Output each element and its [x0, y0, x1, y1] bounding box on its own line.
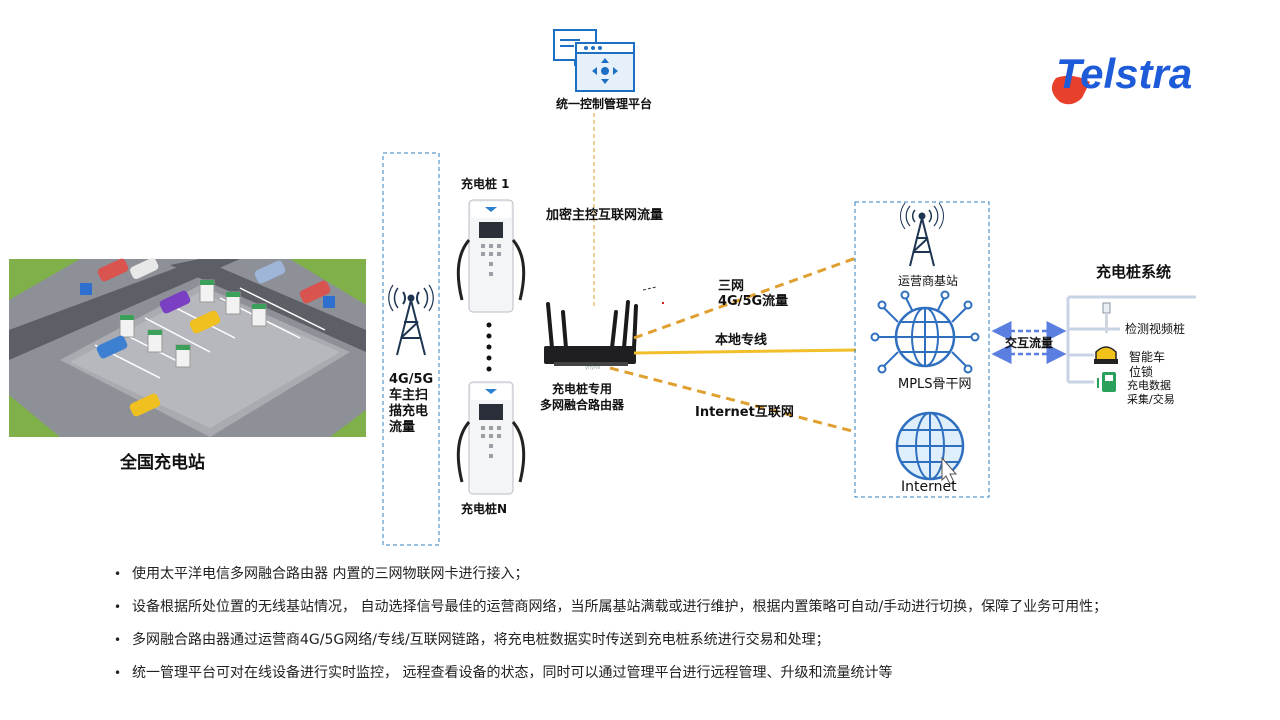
base-station-icon: [899, 202, 945, 267]
system-item-lock: 智能车 位锁: [1129, 350, 1166, 379]
encrypted-flow-label: 加密主控互联网流量: [546, 208, 664, 223]
bullet-text: 使用太平洋电信多网融合路由器 内置的三网物联网卡进行接入；: [132, 566, 529, 582]
interaction-arrows: [991, 321, 1067, 364]
three-net-link: [633, 256, 857, 340]
management-platform-icon: [553, 29, 635, 92]
platform-label: 统一控制管理平台: [556, 97, 653, 111]
charging-pile-1-icon: [456, 199, 526, 313]
ellipsis-dots: [486, 322, 492, 372]
bullet-text: 设备根据所处位置的无线基站情况， 自动选择信号最佳的运营商网络，当所属基站满载或…: [132, 599, 1108, 615]
system-item-video: 检测视频桩: [1125, 322, 1186, 336]
station-label: 全国充电站: [120, 453, 205, 473]
system-item-data: 充电数据 采集/交易: [1127, 379, 1175, 406]
mpls-globe-icon: [870, 290, 980, 374]
private-line-link: [633, 348, 857, 355]
private-line-label: 本地专线: [715, 333, 768, 348]
pile-bottom-label: 充电桩N: [461, 502, 508, 516]
network-box: [854, 201, 990, 498]
interaction-label: 交互流量: [1005, 336, 1054, 350]
logo-text: Telstra: [1056, 50, 1192, 97]
bullet-item: •使用太平洋电信多网融合路由器 内置的三网物联网卡进行接入；: [114, 566, 529, 582]
bullet-text: 多网融合路由器通过运营商4G/5G网络/专线/互联网链路，将充电桩数据实时传送到…: [132, 632, 830, 648]
wireless-label: 4G/5G 车主扫 描充电 流量: [389, 372, 434, 435]
three-net-label: 三网 4G/5G流量: [718, 279, 789, 309]
charging-station-illustration: [9, 257, 366, 437]
bullet-item: •统一管理平台可对在线设备进行实时监控， 远程查看设备的状态，同时可以通过管理平…: [114, 665, 893, 681]
video-pole-icon: [1102, 302, 1111, 333]
router-icon: [544, 300, 638, 366]
bullet-item: •多网融合路由器通过运营商4G/5G网络/专线/互联网链路，将充电桩数据实时传送…: [114, 632, 830, 648]
internet-route-label: Internet互联网: [695, 405, 794, 420]
system-bracket: [1066, 295, 1196, 384]
cell-tower-icon: [388, 284, 434, 356]
wireless-zone-box: [382, 152, 440, 546]
pile-top-label: 充电桩 1: [461, 177, 510, 191]
charging-pile-n-icon: [456, 381, 526, 495]
router-label: 充电桩专用 多网融合路由器: [540, 382, 625, 412]
description-list: •使用太平洋电信多网融合路由器 内置的三网物联网卡进行接入； •设备根据所处位置…: [112, 562, 1192, 694]
system-title: 充电桩系统: [1096, 263, 1172, 281]
internet-label: Internet: [901, 479, 957, 495]
base-station-label: 运营商基站: [898, 274, 959, 288]
internet-link: [609, 366, 857, 434]
router-brand: ynyne: [585, 365, 601, 371]
parking-lock-icon: [1094, 346, 1118, 364]
bullet-text: 统一管理平台可对在线设备进行实时监控， 远程查看设备的状态，同时可以通过管理平台…: [132, 665, 893, 681]
bullet-item: •设备根据所处位置的无线基站情况， 自动选择信号最佳的运营商网络，当所属基站满载…: [114, 599, 1108, 615]
charging-data-icon: [1097, 372, 1116, 392]
internet-globe-icon: [895, 411, 965, 485]
mpls-label: MPLS骨干网: [898, 377, 972, 392]
telstra-logo: Telstra: [1042, 48, 1242, 108]
